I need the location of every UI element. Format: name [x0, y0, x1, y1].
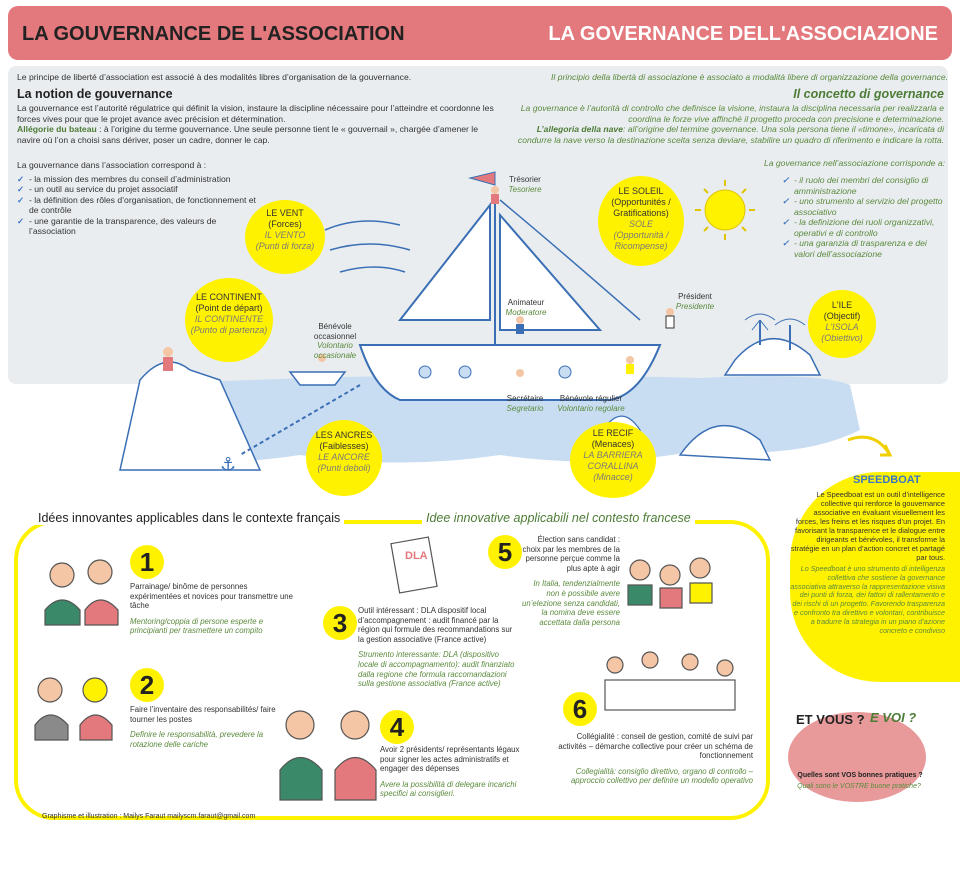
list-item: - la mission des membres du conseil d’ad… [17, 174, 257, 185]
question-it: Quali sono le VOSTRE buone pratiche? [797, 783, 921, 790]
ideas-title-it: Idee innovative applicabili nel contesto… [422, 511, 695, 525]
idea-number-6: 6 [563, 692, 597, 726]
ideas-frame [14, 520, 770, 820]
list-item: - la definizione dei ruoli organizzativi… [782, 217, 947, 238]
idea-number-4: 4 [380, 710, 414, 744]
notion-body-it: La governance è l’autorità di controllo … [517, 103, 944, 145]
list-item: - une garantie de la transparence, des v… [17, 216, 257, 237]
list-title-it: La governance nell’associazione corrispo… [763, 158, 945, 168]
idea-3: Outil intéressant : DLA dispositif local… [358, 606, 515, 689]
heading-notion-it: Il concetto di governance [793, 87, 944, 101]
et-vous-it: E VOI ? [870, 710, 917, 725]
list-fr: La gouvernance dans l’association corres… [17, 160, 257, 237]
badge-soleil: LE SOLEIL(Opportunités / Gratifications)… [598, 176, 684, 266]
intro-it: Il principio della libertà di associazio… [551, 72, 948, 82]
speedboat-title: SPEEDBOAT [853, 474, 921, 486]
idea-2: Faire l’inventaire des responsabilités/ … [130, 705, 276, 749]
idea-number-3: 3 [323, 606, 357, 640]
ideas-title-fr: Idées innovantes applicables dans le con… [34, 511, 345, 525]
badge-continent: LE CONTINENT(Point de départ)IL CONTINEN… [185, 278, 273, 362]
list-item: - uno strumento al servizio del progetto… [782, 196, 947, 217]
idea-1: Parrainage/ binôme de personnes expérime… [130, 582, 293, 636]
idea-number-5: 5 [488, 535, 522, 569]
speedboat-it: Lo Speedboat è uno strumento di intellig… [790, 564, 945, 635]
badge-vent: LE VENT(Forces)IL VENTO(Punti di forza) [245, 200, 325, 274]
badge-recif: LE RECIF(Menaces)LA BARRIERA CORALLINA(M… [570, 422, 656, 498]
heading-notion-fr: La notion de gouvernance [17, 87, 173, 101]
et-vous-bubble [788, 712, 926, 802]
question-fr: Quelles sont VOS bonnes pratiques ? [797, 772, 923, 779]
credit: Graphisme et illustration : Mailys Farau… [42, 813, 256, 820]
list-item: - il ruolo dei membri del consiglio di a… [782, 175, 947, 196]
list-item: - la définition des rôles d’organisation… [17, 195, 257, 216]
badge-ancres: LES ANCRES(Faiblesses)LE ANCORE(Punti de… [306, 420, 382, 496]
list-item: - un outil au service du projet associat… [17, 184, 257, 195]
idea-number-2: 2 [130, 668, 164, 702]
idea-5: Élection sans candidat : choix par les m… [522, 535, 620, 627]
speedboat-panel [790, 472, 960, 682]
notion-body-fr: La gouvernance est l’autorité régulatric… [17, 103, 494, 145]
idea-6: Collégialité : conseil de gestion, comit… [558, 732, 753, 786]
intro-fr: Le principe de liberté d’association est… [17, 72, 412, 82]
dla-label: DLA [405, 550, 428, 562]
list-item: - una garanzia di trasparenza e dei valo… [782, 238, 947, 259]
title-fr: LA GOUVERNANCE DE L'ASSOCIATION [22, 23, 405, 45]
idea-number-1: 1 [130, 545, 164, 579]
badge-ile: L'ILE(Objectif)L'ISOLA(Obiettivo) [808, 290, 876, 358]
et-vous-fr: ET VOUS ? [796, 712, 865, 727]
speedboat-fr: Le Speedboat est un outil d’intelligence… [790, 490, 945, 562]
idea-4: Avoir 2 présidents/ représentants légaux… [380, 745, 520, 799]
list-it: - il ruolo dei membri del consiglio di a… [782, 175, 947, 259]
title-it: LA GOVERNANCE DELL'ASSOCIAZIONE [548, 23, 938, 45]
svg-text:⚓: ⚓ [220, 454, 236, 475]
header-banner: LA GOUVERNANCE DE L'ASSOCIATION LA GOVER… [8, 6, 952, 60]
